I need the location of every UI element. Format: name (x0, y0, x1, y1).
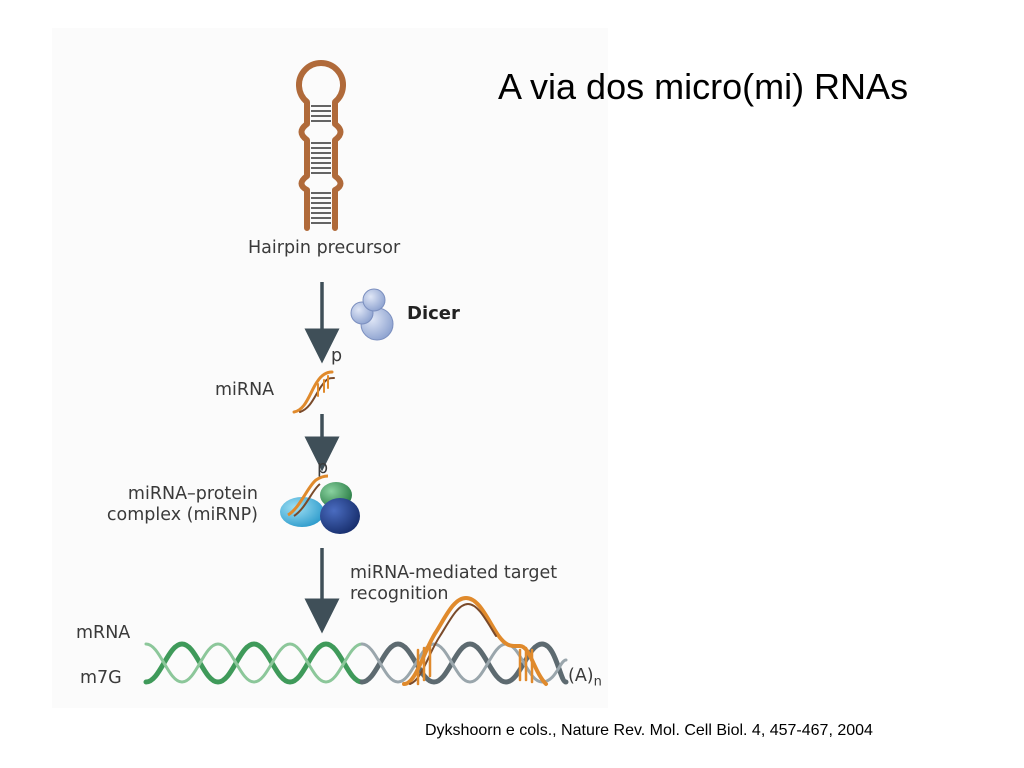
dicer-icon (350, 288, 394, 341)
mirnp-label-line1: miRNA–protein (127, 484, 258, 504)
mrna-label: mRNA (76, 623, 131, 643)
slide-title: A via dos micro(mi) RNAs (498, 66, 909, 107)
m7g-cap-label: m7G (80, 668, 122, 688)
dicer-label: Dicer (407, 303, 460, 324)
hairpin-precursor-label: Hairpin precursor (248, 238, 401, 258)
phosphate-label-2: p (317, 458, 329, 478)
mirnp-complex-icon (280, 474, 360, 534)
polya-tail-label: (A)n (568, 666, 602, 690)
recognition-label-line1: miRNA-mediated target (350, 563, 558, 583)
mirna-label: miRNA (215, 380, 275, 400)
citation: Dykshoorn e cols., Nature Rev. Mol. Cell… (425, 722, 873, 739)
phosphate-label-1: p (331, 346, 343, 366)
figure-panel (52, 28, 608, 708)
recognition-label-line2: recognition (350, 584, 449, 604)
mirna-duplex-icon (292, 370, 335, 414)
hairpin-precursor-icon (296, 60, 346, 231)
mrna-helix-icon (143, 641, 569, 685)
bound-mirna-icon (402, 595, 548, 686)
mirnp-label-line2: complex (miRNP) (106, 505, 258, 525)
